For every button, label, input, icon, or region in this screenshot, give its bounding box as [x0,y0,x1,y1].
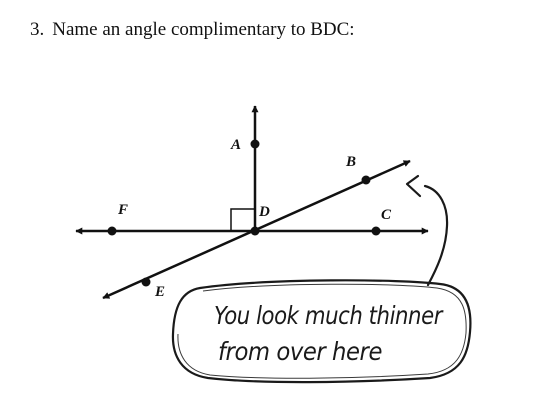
pointer-arrowhead [405,174,422,198]
question-prompt: 3. Name an angle complimentary to BDC: [30,19,355,41]
point-a-dot [250,139,260,149]
point-e-label: E [154,284,165,300]
point-f-dot [107,226,117,236]
question-text: Name an angle complimentary to BDC: [52,19,355,40]
point-a-label: A [230,137,241,153]
speech-bubble-outline [171,279,472,384]
question-number: 3. [30,19,45,40]
point-b-dot [361,175,371,185]
point-c-label: C [381,207,392,223]
point-f-label: F [117,202,128,218]
right-angle-mark [230,208,255,231]
speech-bubble-outline-sketch [177,283,467,379]
point-d-dot [250,226,260,236]
point-e-dot [141,277,151,287]
note-line-2: from over here [218,337,382,366]
point-b-label: B [345,154,356,170]
speech-bubble-pointer [423,184,449,287]
point-d-label: D [258,204,270,220]
note-line-1: You look much thinner [214,301,444,330]
point-c-dot [371,226,381,236]
